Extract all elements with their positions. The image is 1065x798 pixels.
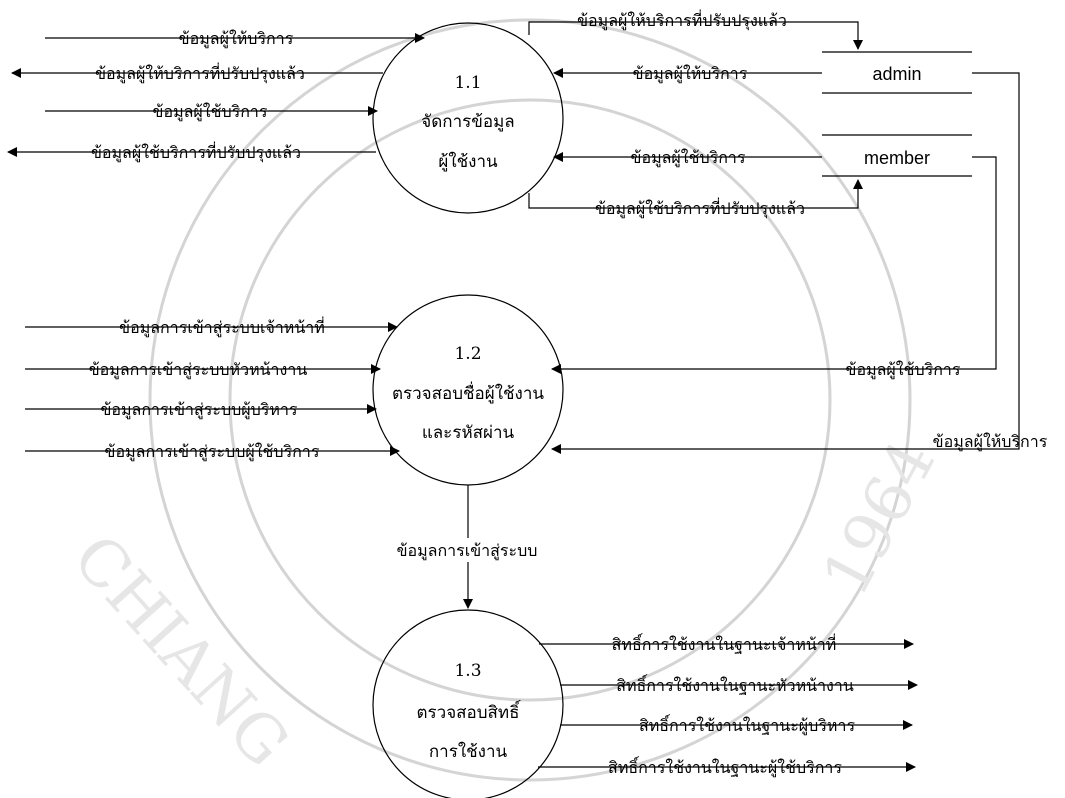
process-1-3-name-line2: การใช้งาน (429, 741, 508, 762)
flow-login-head-label: ข้อมูลการเข้าสู่ระบบหัวหน้างาน (89, 360, 308, 380)
flow-right-staff: สิทธิ์การใช้งานในฐานะเจ้าหน้าที่ (539, 633, 914, 654)
flow-right-user: สิทธิ์การใช้งานในฐานะผู้ใช้บริการ (538, 756, 916, 778)
flow-login-head: ข้อมูลการเข้าสู่ระบบหัวหน้างาน (25, 360, 381, 380)
flow-p2-to-p3: ข้อมูลการเข้าสู่ระบบ (365, 485, 570, 609)
watermark-text-left: CHIANG (58, 521, 303, 781)
flow-from-member: ข้อมูลผู้ใช้บริการ (553, 148, 822, 168)
process-1-3-name-line1: ตรวจสอบสิทธิ์ (416, 700, 521, 723)
flow-member-to-p2: ข้อมูลผู้ใช้บริการ (551, 156, 997, 380)
flow-right-head-label: สิทธิ์การใช้งานในฐานะหัวหน้างาน (616, 674, 854, 695)
flow-login-exec: ข้อมูลการเข้าสู่ระบบผู้บริหาร (25, 400, 377, 420)
process-1-1: 1.1 จัดการข้อมูล ผู้ใช้งาน (372, 22, 564, 214)
flow-in-user-label: ข้อมูลผู้ใช้บริการ (153, 102, 268, 122)
process-1-1-id: 1.1 (454, 73, 481, 93)
flow-to-member-updated-label: ข้อมูลผู้ใช้บริการที่ปรับปรุงแล้ว (595, 197, 805, 219)
flow-out-user-updated-label: ข้อมูลผู้ใช้บริการที่ปรับปรุงแล้ว (91, 141, 301, 163)
flow-login-user-label: ข้อมูลการเข้าสู่ระบบผู้ใช้บริการ (105, 442, 320, 462)
flow-login-staff-label: ข้อมูลการเข้าสู่ระบบเจ้าหน้าที่ (119, 316, 325, 338)
flow-from-admin-label: ข้อมูลผู้ให้บริการ (633, 64, 748, 84)
process-1-3-id: 1.3 (454, 661, 481, 681)
datastore-member: member (822, 134, 972, 177)
flow-member-to-p2-label: ข้อมูลผู้ใช้บริการ (846, 360, 961, 380)
flow-in-user: ข้อมูลผู้ใช้บริการ (45, 102, 378, 122)
flow-from-member-label: ข้อมูลผู้ใช้บริการ (631, 148, 746, 168)
flow-to-admin-updated: ข้อมูลผู้ให้บริการที่ปรับปรุงแล้ว (528, 9, 863, 50)
flow-in-provider-label: ข้อมูลผู้ให้บริการ (179, 29, 294, 49)
process-1-1-name-line1: จัดการข้อมูล (421, 112, 514, 132)
flow-login-user: ข้อมูลการเข้าสู่ระบบผู้ใช้บริการ (25, 442, 400, 462)
flow-to-admin-updated-label: ข้อมูลผู้ให้บริการที่ปรับปรุงแล้ว (577, 9, 787, 31)
flow-right-head: สิทธิ์การใช้งานในฐานะหัวหน้างาน (560, 674, 918, 695)
flow-admin-to-p2-label: ข้อมูลผู้ให้บริการ (933, 432, 1048, 452)
datastore-member-label: member (864, 148, 930, 168)
flow-from-admin: ข้อมูลผู้ให้บริการ (553, 64, 822, 84)
flow-right-staff-label: สิทธิ์การใช้งานในฐานะเจ้าหน้าที่ (612, 633, 837, 654)
process-1-2-id: 1.2 (454, 344, 481, 364)
process-1-2-name-line1: ตรวจสอบชื่อผู้ใช้งาน (392, 381, 544, 404)
process-1-3: 1.3 ตรวจสอบสิทธิ์ การใช้งาน (372, 609, 564, 798)
flow-login-exec-label: ข้อมูลการเข้าสู่ระบบผู้บริหาร (100, 400, 297, 420)
flow-right-exec: สิทธิ์การใช้งานในฐานะผู้บริหาร (560, 714, 913, 736)
flow-p2-to-p3-label: ข้อมูลการเข้าสู่ระบบ (397, 541, 538, 561)
flow-right-user-label: สิทธิ์การใช้งานในฐานะผู้ใช้บริการ (608, 756, 842, 778)
flow-out-user-updated: ข้อมูลผู้ใช้บริการที่ปรับปรุงแล้ว (7, 141, 376, 163)
flow-login-staff: ข้อมูลการเข้าสู่ระบบเจ้าหน้าที่ (25, 316, 398, 338)
datastore-admin: admin (822, 51, 972, 94)
process-1-1-name-line2: ผู้ใช้งาน (438, 151, 498, 172)
datastore-admin-label: admin (872, 64, 921, 84)
flow-out-provider-updated-label: ข้อมูลผู้ให้บริการที่ปรับปรุงแล้ว (95, 62, 305, 84)
flow-to-member-updated: ข้อมูลผู้ใช้บริการที่ปรับปรุงแล้ว (528, 179, 863, 219)
process-1-2-name-line2: และรหัสผ่าน (422, 423, 515, 443)
flow-in-provider: ข้อมูลผู้ให้บริการ (45, 29, 425, 49)
process-1-2: 1.2 ตรวจสอบชื่อผู้ใช้งาน และรหัสผ่าน (372, 294, 564, 486)
watermark-text-right: 1964 (809, 429, 951, 608)
flow-admin-to-p2: ข้อมูลผู้ให้บริการ (551, 72, 1048, 454)
flow-right-exec-label: สิทธิ์การใช้งานในฐานะผู้บริหาร (639, 714, 856, 736)
flow-out-provider-updated: ข้อมูลผู้ให้บริการที่ปรับปรุงแล้ว (11, 62, 383, 84)
